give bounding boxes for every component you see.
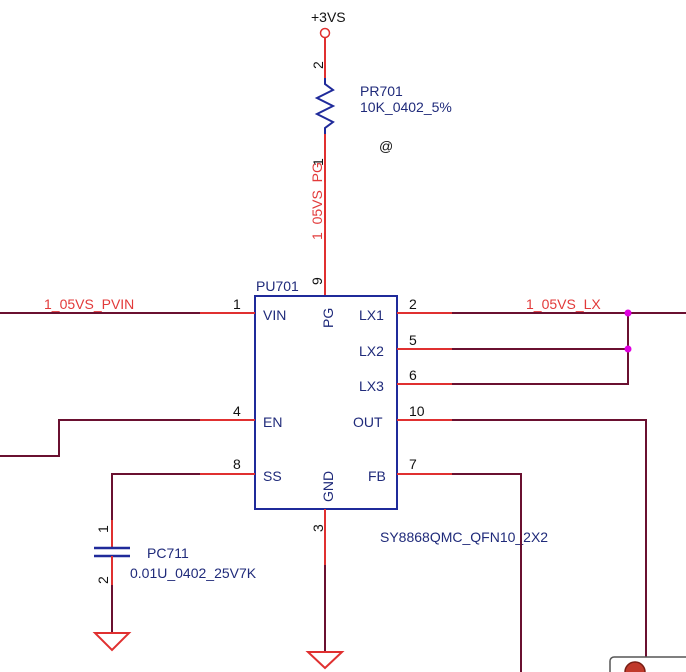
capacitor-pin-top: 1: [95, 525, 111, 533]
pin-name-en: EN: [263, 414, 282, 430]
capacitor-pc711: [92, 520, 132, 652]
capacitor-ref: PC711: [147, 545, 189, 561]
wire-fb: [452, 473, 522, 672]
pin-name-fb: FB: [368, 468, 386, 484]
wire-lx3: [452, 313, 629, 385]
capacitor-pin-bottom: 2: [95, 576, 111, 584]
pin-name-out: OUT: [353, 414, 383, 430]
corner-widget[interactable]: [609, 656, 686, 672]
wire-ss: [111, 473, 200, 520]
pin-name-lx3: LX3: [359, 378, 384, 394]
pin-num-lx2: 5: [409, 332, 417, 348]
pin-name-vin: VIN: [263, 307, 286, 323]
resistor-pin-top: 2: [310, 61, 326, 69]
resistor-marker: @: [379, 138, 393, 154]
ic-part-number: SY8868QMC_QFN10_2X2: [380, 529, 548, 545]
pin-name-ss: SS: [263, 468, 282, 484]
pin-num-lx1: 2: [409, 296, 417, 312]
net-label-lx: 1_05VS_LX: [526, 296, 601, 312]
pin-num-fb: 7: [409, 456, 417, 472]
ground-symbol: [305, 651, 345, 670]
wire-en: [0, 419, 200, 457]
junction-dot: [624, 345, 632, 353]
resistor-pr701: [314, 78, 336, 296]
pin-num-gnd: 3: [310, 524, 326, 532]
pin-name-lx1: LX1: [359, 307, 384, 323]
power-net-label: +3VS: [311, 9, 346, 25]
wire-out: [452, 419, 647, 672]
capacitor-value: 0.01U_0402_25V7K: [130, 565, 257, 581]
resistor-ref: PR701: [360, 83, 403, 99]
pin-num-ss: 8: [233, 456, 241, 472]
pin-num-lx3: 6: [409, 367, 417, 383]
pin-num-vin: 1: [233, 296, 241, 312]
pin-name-gnd: GND: [320, 471, 336, 502]
resistor-pin-bottom: 1: [310, 158, 326, 166]
pin-name-pg: PG: [320, 308, 336, 328]
ic-body-pu701: [254, 295, 398, 510]
pin-num-en: 4: [233, 403, 241, 419]
pin-num-out: 10: [409, 403, 425, 419]
junction-dot: [624, 309, 632, 317]
ic-ref: PU701: [256, 278, 299, 294]
pin-num-pg: 9: [309, 277, 325, 285]
net-label-pg: 1_05VS_PG: [309, 162, 325, 240]
pin-name-lx2: LX2: [359, 343, 384, 359]
resistor-value: 10K_0402_5%: [360, 99, 452, 115]
power-symbol-3vs: [319, 27, 331, 78]
net-label-pvin: 1_05VS_PVIN: [44, 296, 134, 312]
